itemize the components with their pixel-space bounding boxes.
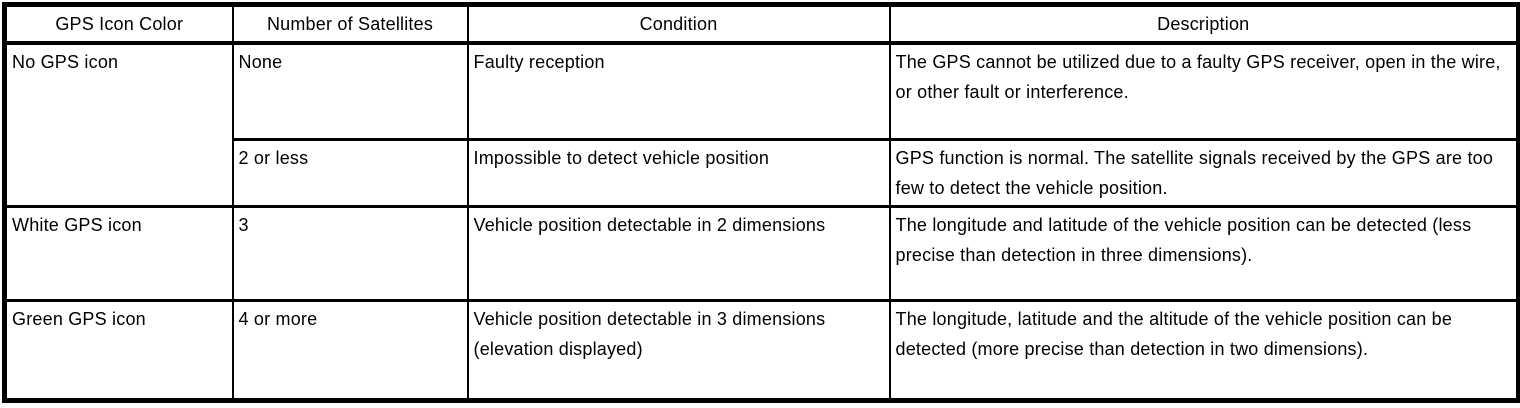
cell-description-2-dimensions: The longitude and latitude of the vehicl… [888, 204, 1520, 302]
table-row-no-gps-none: No GPS icon None Faulty reception The GP… [3, 41, 1520, 208]
table-row-green-gps-4-or-more: Green GPS icon 4 or more Vehicle positio… [3, 298, 1520, 402]
column-header-condition: Condition [466, 3, 891, 45]
column-header-number-of-satellites: Number of Satellites [231, 3, 469, 45]
cell-icon-color-white-gps: White GPS icon [3, 204, 234, 302]
cell-description-too-few-satellites: GPS function is normal. The satellite si… [888, 137, 1520, 208]
cell-satellites-3: 3 [231, 204, 469, 302]
column-header-description: Description [888, 3, 1520, 45]
cell-condition-3-dimensions: Vehicle position detectable in 3 dimensi… [466, 298, 891, 402]
cell-condition-faulty-reception: Faulty reception [466, 41, 891, 141]
cell-description-3-dimensions: The longitude, latitude and the altitude… [888, 298, 1520, 402]
cell-icon-color-no-gps: No GPS icon [3, 41, 234, 208]
cell-condition-impossible-to-detect: Impossible to detect vehicle position [466, 137, 891, 208]
table-row-no-gps-2-or-less: 2 or less Impossible to detect vehicle p… [5, 137, 1520, 208]
header-row: GPS Icon Color Number of Satellites Cond… [3, 3, 1520, 45]
cell-satellites-2-or-less: 2 or less [231, 137, 469, 208]
table-row-white-gps-3: White GPS icon 3 Vehicle position detect… [3, 204, 1520, 302]
cell-icon-color-green-gps: Green GPS icon [3, 298, 234, 402]
cell-satellites-none: None [231, 41, 469, 141]
cell-satellites-4-or-more: 4 or more [231, 298, 469, 402]
cell-description-faulty-reception: The GPS cannot be utilized due to a faul… [888, 41, 1520, 141]
column-header-gps-icon-color: GPS Icon Color [3, 3, 234, 45]
cell-condition-2-dimensions: Vehicle position detectable in 2 dimensi… [466, 204, 891, 302]
